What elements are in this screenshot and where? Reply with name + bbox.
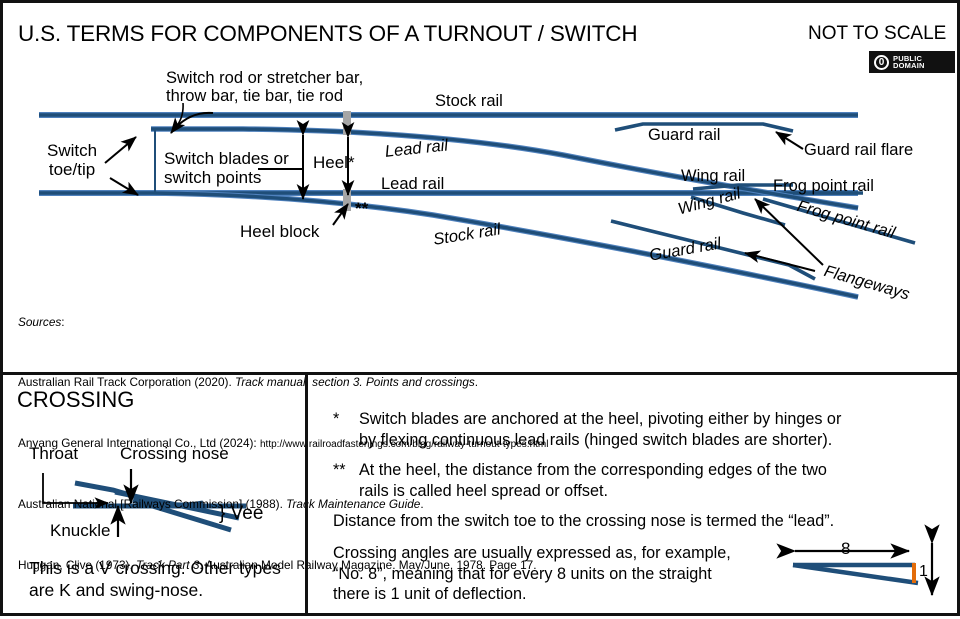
guard-rail-flare-arrow	[775, 131, 804, 150]
label-wing-rail-upper: Wing rail	[681, 167, 746, 185]
source-item: Huggan, Clive (1973), Track Part 3. Aust…	[18, 555, 548, 575]
crossing-panel-caption: This is a V crossing. Other types are K …	[29, 558, 281, 600]
not-to-scale-label: NOT TO SCALE	[808, 23, 947, 44]
source-item: Anyang General International Co., Ltd (2…	[18, 433, 548, 453]
label-heel-block: Heel block	[240, 222, 320, 241]
note-text: Crossing angles are usually expressed as…	[333, 544, 731, 604]
label-vee: } Vee	[219, 503, 264, 524]
source-pre: Huggan, Clive (1973),	[18, 557, 137, 572]
heel-block-block	[343, 189, 351, 211]
note-text: Switch blades are anchored at the heel, …	[359, 410, 842, 449]
source-post: .	[474, 375, 479, 390]
source-ital: Track manual, section 3. Points and cros…	[235, 375, 475, 390]
label-switch-rod: Switch rod or stretcher bar, throw bar, …	[166, 69, 364, 106]
source-pre: Australian Rail Track Corporation (2020)…	[18, 375, 236, 390]
label-flangeways: Flangeways	[822, 262, 912, 304]
heel-block-arrow	[332, 203, 349, 226]
switch-rod-arrow	[170, 111, 214, 134]
no8-run-label: 8	[841, 539, 851, 558]
label-frog-point-rail-upper: Frog point rail	[773, 177, 874, 195]
label-switch-toe: Switch toe/tip	[47, 141, 98, 180]
switch-rod-leader	[174, 102, 184, 129]
source-ital: Track Part 3	[136, 557, 200, 572]
public-domain-line1: PUBLIC	[893, 53, 923, 63]
label-switch-blades: Switch blades or switch points	[164, 149, 289, 188]
label-guard-rail-lower: Guard rail	[648, 234, 723, 265]
panel-divider-vertical	[305, 374, 308, 616]
label-guard-rail-flare: Guard rail flare	[804, 141, 914, 159]
label-frog-point-rail-lower: Frog point rail	[795, 197, 897, 243]
note-item-1: * Switch blades are anchored at the heel…	[333, 409, 933, 450]
sources-heading: Sources:	[18, 314, 65, 329]
source-url[interactable]: http://www.railroadfastenings.com/blog/r…	[260, 439, 549, 451]
label-stock-rail-lower: Stock rail	[432, 220, 502, 249]
source-post: .	[420, 497, 424, 512]
sources-block: Sources: Australian Rail Track Corporati…	[18, 271, 548, 616]
public-domain-text: PUBLIC DOMAIN	[893, 53, 925, 70]
note-item-2: ** At the heel, the distance from the co…	[333, 460, 933, 501]
note-text: Distance from the switch toe to the cros…	[333, 512, 835, 530]
label-heel-asterisks: **	[355, 199, 369, 218]
source-item: Australian Rail Track Corporation (2020)…	[18, 372, 548, 392]
source-item: Australian National [Railways Commission…	[18, 494, 548, 514]
no8-wedge-diverge	[792, 562, 919, 586]
panel-divider-horizontal	[3, 372, 957, 375]
public-domain-zero-icon: 0	[874, 54, 889, 70]
label-lead-rail-lower: Lead rail	[381, 175, 445, 193]
page-title: U.S. TERMS FOR COMPONENTS OF A TURNOUT /…	[18, 21, 638, 46]
source-pre: Anyang General International Co., Ltd (2…	[18, 436, 260, 451]
sources-heading-text: Sources	[18, 314, 62, 329]
flangeway-arrow-lower	[744, 250, 816, 272]
note-marker: **	[333, 461, 346, 479]
no8-rise-label: 1	[919, 563, 928, 580]
no8-ratio-artwork	[776, 524, 940, 597]
label-guard-rail-upper: Guard rail	[648, 126, 721, 144]
switch-rod-block	[343, 111, 351, 135]
label-wing-rail-lower: Wing rail	[676, 184, 743, 219]
switch-toe-arrow-up	[104, 136, 137, 164]
label-stock-rail-top: Stock rail	[435, 92, 503, 110]
switch-toe-arrow-down	[109, 177, 139, 196]
label-crossing-nose: Crossing nose	[120, 444, 229, 463]
note-marker: *	[333, 410, 340, 428]
public-domain-badge: 0 PUBLIC DOMAIN	[869, 51, 955, 73]
label-knuckle: Knuckle	[50, 521, 111, 540]
public-domain-line2: DOMAIN	[893, 61, 925, 70]
label-lead-rail-upper: Lead rail	[384, 136, 449, 161]
label-throat: Throat	[29, 444, 79, 463]
label-heel: Heel*	[313, 153, 355, 172]
source-pre: Australian National [Railways Commission…	[18, 497, 287, 512]
note-item-4: Crossing angles are usually expressed as…	[333, 543, 803, 605]
note-text: At the heel, the distance from the corre…	[359, 461, 827, 500]
crossing-panel-title: CROSSING	[17, 387, 135, 412]
rails-group	[39, 112, 916, 300]
note-item-3: Distance from the switch toe to the cros…	[333, 511, 933, 532]
